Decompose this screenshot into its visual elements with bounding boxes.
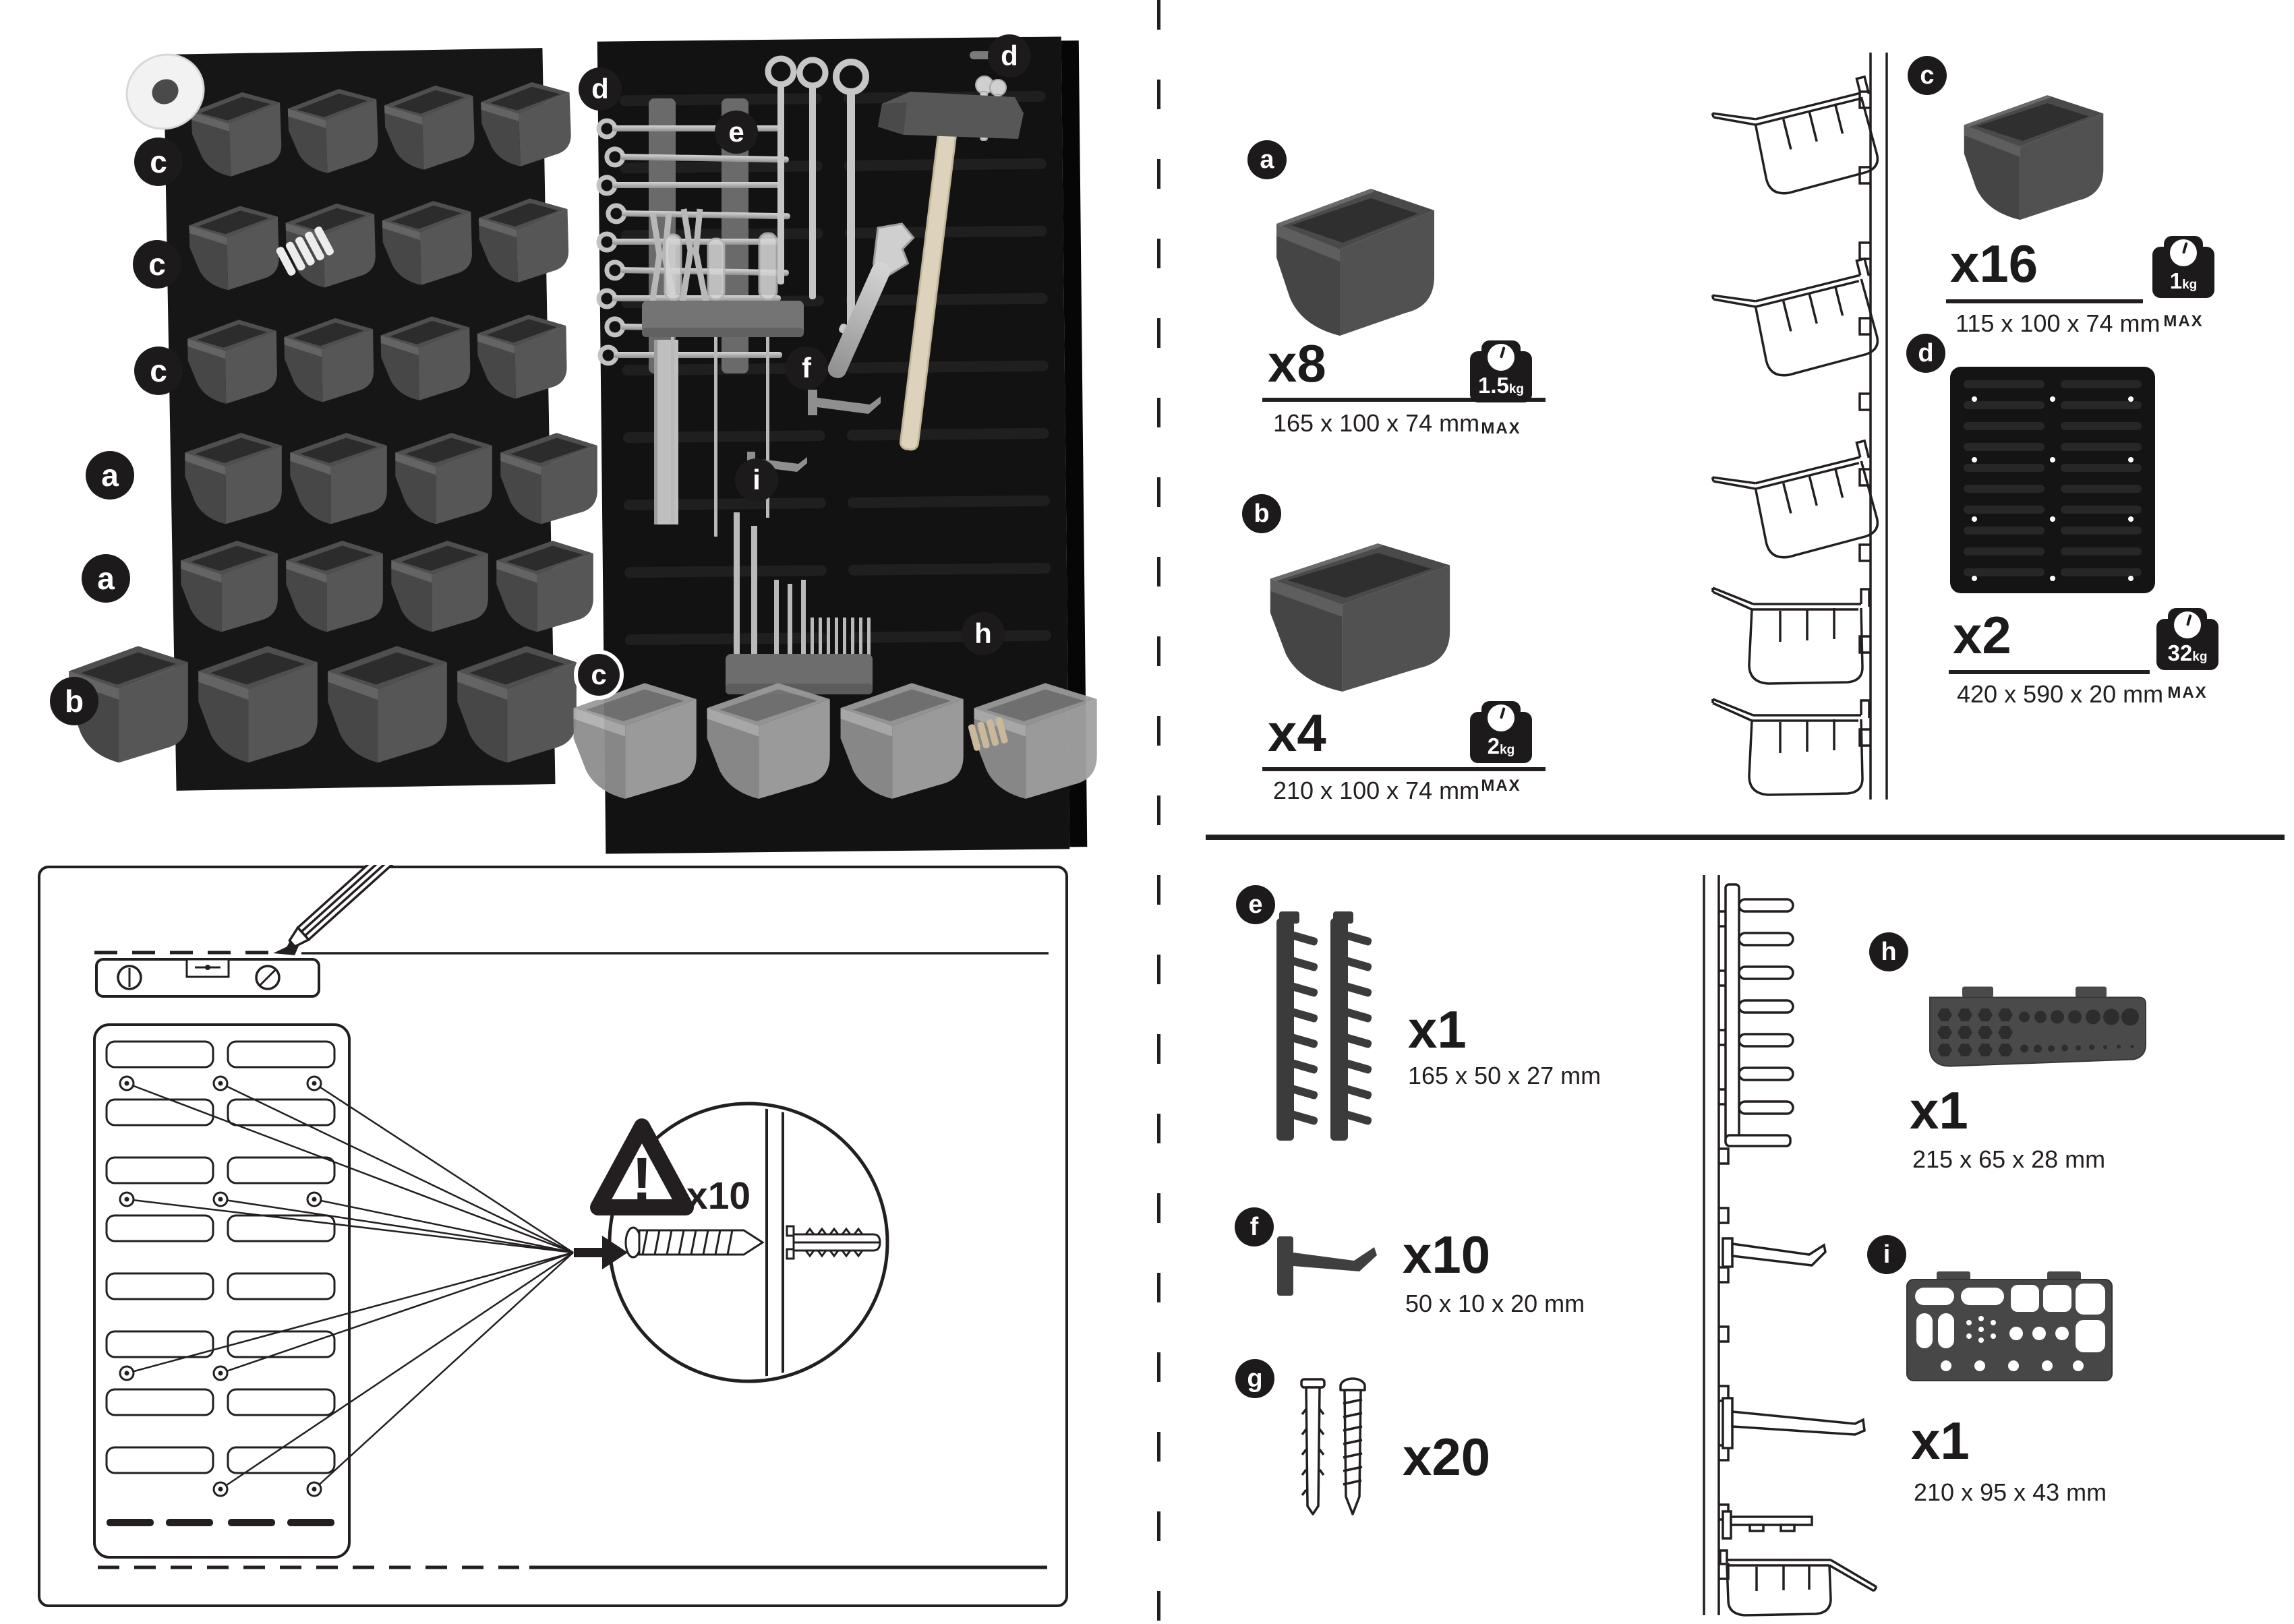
paper-roll	[125, 53, 205, 130]
part-b-rule	[1262, 767, 1546, 771]
part-a-rule	[1262, 398, 1546, 402]
part-e-qty: x1	[1408, 1000, 1467, 1059]
bit-holder-icon	[1929, 986, 2146, 1067]
scale-dial-icon	[2174, 611, 2201, 638]
diagram-border	[38, 866, 1068, 1607]
part-h-qty: x1	[1910, 1081, 1968, 1140]
part-label-i: i	[1867, 1235, 1906, 1274]
pegboard-hook-2	[747, 452, 807, 473]
scale-dial-icon	[2170, 239, 2197, 266]
product-photo	[69, 36, 1097, 854]
max-weight-badge-b: 2kg	[1470, 701, 1532, 763]
tool-shelf-icon	[1906, 1271, 2113, 1381]
photo-label-c4: c	[574, 650, 624, 700]
fixing-detail: ! x10	[574, 1102, 889, 1383]
part-d-qty: x2	[1953, 605, 2011, 665]
scale-dial-icon	[1488, 704, 1514, 731]
bracket-side-view	[1722, 1397, 1866, 1449]
screw-and-plug-icon	[1300, 1377, 1366, 1515]
part-f-qty: x10	[1403, 1225, 1491, 1284]
warning-exclamation: !	[632, 1145, 653, 1214]
photo-label-i: i	[735, 458, 778, 502]
photo-label-d1: d	[579, 67, 622, 111]
pointer-arrow	[574, 1236, 628, 1269]
screw-icon	[624, 1226, 765, 1259]
panel-d-icon	[1950, 367, 2155, 593]
part-label-c: c	[1908, 56, 1947, 95]
screwdriver-shelf	[642, 232, 804, 537]
part-label-e: e	[1236, 885, 1275, 924]
part-h-dims: 215 x 65 x 28 mm	[1912, 1145, 2106, 1173]
photo-label-c1: c	[134, 138, 183, 186]
part-d-rule	[1949, 670, 2150, 674]
photo-label-a1: a	[86, 451, 134, 500]
wrench-rack-icon	[1276, 911, 1373, 1141]
pencil-icon	[285, 865, 409, 950]
panel-side-view-top	[1711, 53, 1889, 800]
bin-side-view	[1719, 1549, 1878, 1617]
part-g-qty: x20	[1403, 1427, 1491, 1486]
max-weight-badge-a: 1.5kg	[1470, 340, 1532, 402]
photo-label-c2: c	[133, 240, 181, 289]
photo-label-f: f	[785, 347, 828, 390]
max-weight-badge-d: 32kg	[2156, 608, 2218, 670]
part-a-qty: x8	[1268, 334, 1326, 393]
photo-label-h: h	[962, 612, 1005, 655]
photo-label-d2: d	[988, 34, 1031, 78]
vertical-divider	[1157, 0, 1160, 1624]
hook-icon	[1277, 1236, 1377, 1296]
hammer	[878, 92, 1024, 451]
part-b-max-label: MAX	[1481, 777, 1521, 795]
pegboard-hook	[808, 390, 881, 415]
combination-wrenches	[765, 55, 869, 338]
photo-label-a2: a	[82, 554, 130, 603]
part-label-d: d	[1906, 334, 1945, 373]
photo-label-c3: c	[134, 347, 183, 395]
part-label-f: f	[1235, 1207, 1274, 1246]
photo-label-e: e	[715, 111, 758, 154]
part-c-qty: x16	[1950, 234, 2038, 293]
photo-label-b1: b	[50, 677, 98, 725]
wall-plugs-in-bin	[968, 717, 1008, 751]
adjustable-wrench	[827, 222, 915, 378]
chalk-sticks	[276, 227, 334, 276]
rack-side-view	[1724, 883, 1794, 1147]
part-i-qty: x1	[1911, 1411, 1970, 1470]
panel-drilling-template	[93, 1023, 574, 1559]
part-d-dims: 420 x 590 x 20 mm	[1957, 680, 2164, 708]
part-label-h: h	[1869, 932, 1908, 971]
part-label-a: a	[1247, 140, 1287, 179]
drill-bit-tray	[726, 512, 873, 694]
wall-plug-icon	[786, 1225, 881, 1260]
scale-dial-icon	[1488, 344, 1514, 371]
part-c-max-label: MAX	[2163, 312, 2204, 330]
part-f-dims: 50 x 10 x 20 mm	[1405, 1290, 1585, 1317]
horizontal-divider	[1206, 835, 2285, 840]
part-b-qty: x4	[1268, 703, 1326, 762]
part-e-dims: 165 x 50 x 27 mm	[1408, 1062, 1601, 1089]
panel-side-view-bottom	[1703, 875, 1878, 1617]
screw-positions	[119, 1075, 574, 1497]
part-label-b: b	[1242, 494, 1281, 533]
part-a-dims: 165 x 100 x 74 mm	[1273, 409, 1480, 437]
max-weight-badge-c: 1kg	[2152, 236, 2214, 298]
screws-quantity: x10	[686, 1174, 751, 1217]
part-label-g: g	[1235, 1359, 1274, 1398]
spirit-level-icon	[95, 958, 320, 998]
part-c-dims: 115 x 100 x 74 mm	[1955, 309, 2160, 337]
part-b-dims: 210 x 100 x 74 mm	[1273, 777, 1480, 804]
part-c-rule	[1946, 299, 2143, 303]
bin-a-icon	[1276, 189, 1434, 336]
warning-triangle-icon	[590, 1118, 694, 1215]
bin-c-icon	[1964, 95, 2104, 220]
shelf-side-view	[1722, 1510, 1813, 1540]
part-a-max-label: MAX	[1481, 419, 1521, 438]
mounting-diagram: ! x10	[38, 865, 1068, 1607]
hook-side-view	[1722, 1237, 1827, 1268]
part-i-dims: 210 x 95 x 43 mm	[1914, 1478, 2107, 1506]
bin-b-icon	[1270, 543, 1450, 692]
part-d-max-label: MAX	[2167, 684, 2208, 702]
